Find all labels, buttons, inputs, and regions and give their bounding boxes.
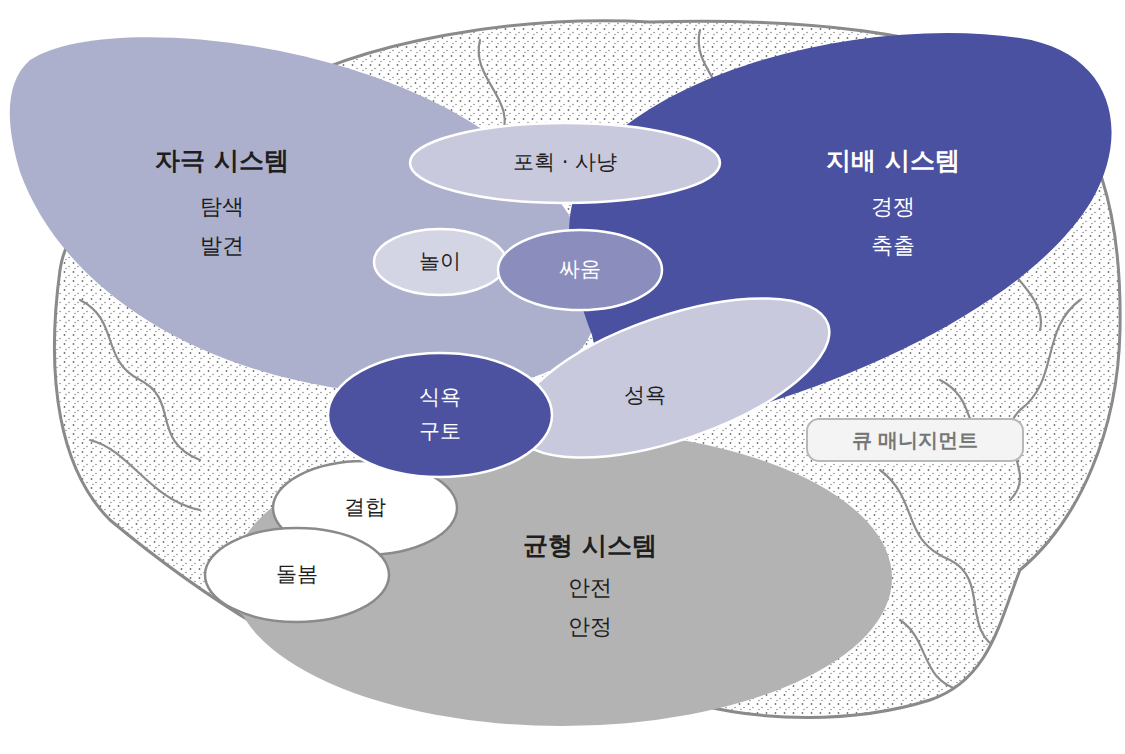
drive-label: 돌봄 bbox=[276, 558, 318, 592]
text-anchor: 균형 시스템 bbox=[523, 529, 657, 562]
node-outline bbox=[328, 353, 552, 477]
drive-label: 결합 bbox=[344, 491, 386, 525]
text-anchor: 안전 안정 bbox=[561, 569, 618, 646]
drive-label: 포획 · 사냥 bbox=[513, 146, 617, 180]
text-anchor: 경쟁 축출 bbox=[864, 188, 921, 265]
text-anchor: 돌봄 bbox=[276, 558, 318, 592]
system-heading: 균형 시스템 bbox=[523, 529, 657, 562]
drive-ellipse: 포획 · 사냥 bbox=[410, 123, 720, 203]
drive-label: 큐 매니지먼트 bbox=[852, 427, 979, 454]
stimulus-system-region: 자극 시스템탐색 발견 bbox=[0, 25, 620, 405]
text-anchor: 싸움 bbox=[559, 253, 601, 287]
text-anchor: 탐색 발견 bbox=[193, 188, 250, 265]
text-anchor: 놀이 bbox=[419, 245, 461, 279]
rounded-rect bbox=[807, 419, 1023, 461]
ellipse-shape bbox=[205, 528, 389, 622]
drive-label: 놀이 bbox=[419, 245, 461, 279]
drive-label: 성욕 bbox=[624, 379, 666, 413]
text-anchor: 식욕 구토 bbox=[413, 381, 468, 448]
text-anchor: 결합 bbox=[344, 491, 386, 525]
text-anchor: 성욕 bbox=[624, 379, 666, 413]
drive-ellipse: 돌봄 bbox=[205, 528, 389, 622]
ellipse-shape bbox=[328, 353, 552, 477]
ellipse-shape bbox=[498, 230, 662, 310]
system-heading: 지배 시스템 bbox=[826, 144, 960, 177]
drive-label: 식욕 구토 bbox=[413, 381, 468, 448]
system-body: 안전 안정 bbox=[561, 569, 618, 646]
cue-management-tag: 큐 매니지먼트 bbox=[806, 418, 1024, 462]
drive-label: 싸움 bbox=[559, 253, 601, 287]
drive-ellipse: 성욕 bbox=[507, 316, 837, 440]
text-anchor: 지배 시스템 bbox=[826, 144, 960, 177]
node-outline bbox=[0, 25, 620, 405]
drive-ellipse: 식욕 구토 bbox=[328, 353, 552, 477]
text-anchor: 큐 매니지먼트 bbox=[852, 427, 979, 454]
node-outline bbox=[507, 316, 837, 440]
region-shape bbox=[10, 37, 596, 393]
drive-ellipse: 싸움 bbox=[498, 230, 662, 310]
system-body: 탐색 발견 bbox=[193, 188, 250, 265]
drive-ellipse: 놀이 bbox=[374, 229, 506, 295]
ellipse-shape bbox=[374, 229, 506, 295]
ellipse-shape bbox=[410, 123, 720, 203]
system-body: 경쟁 축출 bbox=[864, 188, 921, 265]
system-heading: 자극 시스템 bbox=[155, 144, 289, 177]
text-anchor: 자극 시스템 bbox=[155, 144, 289, 177]
text-anchor: 포획 · 사냥 bbox=[513, 146, 617, 180]
